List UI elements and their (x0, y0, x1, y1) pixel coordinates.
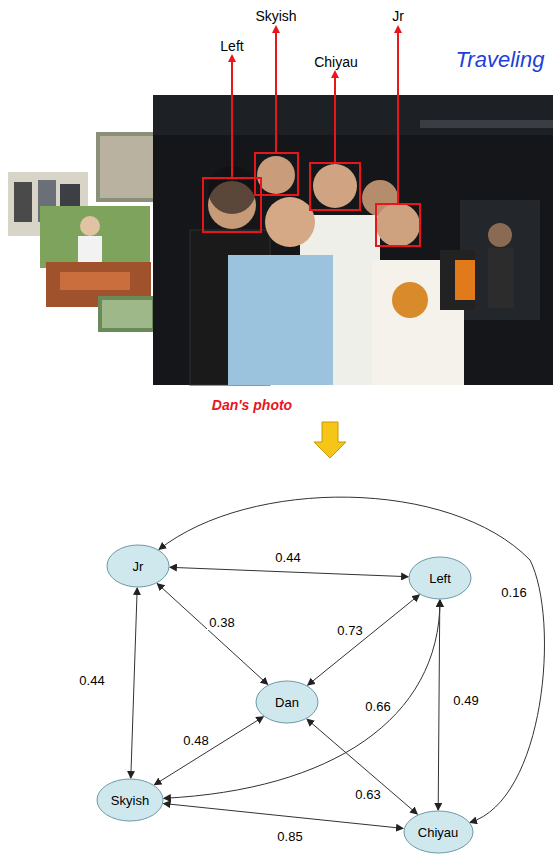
similarity-edge (157, 584, 267, 685)
edge-weight: 0.63 (353, 787, 382, 802)
edge-weight: 0.66 (363, 699, 392, 714)
edge-weight: 0.49 (451, 693, 480, 708)
edge-weight: 0.85 (275, 829, 304, 844)
person-node: Left (408, 556, 472, 600)
album-title: Traveling (456, 47, 545, 73)
person-node: Chiyau (403, 810, 474, 854)
similarity-edge (308, 595, 420, 685)
person-node: Skyish (96, 778, 164, 822)
node-label: Dan (255, 695, 319, 710)
node-label: Skyish (96, 793, 164, 808)
similarity-edge (164, 804, 403, 829)
edge-weight: 0.44 (273, 550, 302, 565)
edge-weight: 0.38 (207, 615, 236, 630)
similarity-edge (438, 600, 440, 810)
edge-weight: 0.16 (499, 585, 528, 600)
node-label: Chiyau (403, 825, 474, 840)
node-label: Left (408, 571, 472, 586)
person-node: Jr (106, 544, 170, 588)
edge-weight: 0.44 (77, 673, 106, 688)
similarity-edge (164, 600, 440, 798)
person-name: Chiyau (314, 54, 358, 70)
edge-weight: 0.73 (335, 623, 364, 638)
person-node: Dan (255, 680, 319, 724)
photo-caption: Dan's photo (212, 397, 292, 413)
similarity-edge (155, 717, 264, 785)
node-label: Jr (106, 559, 170, 574)
person-name: Jr (392, 8, 404, 24)
similarity-edge (307, 719, 417, 814)
person-name: Skyish (255, 8, 296, 24)
edge-weight: 0.48 (181, 733, 210, 748)
person-name: Left (220, 38, 243, 54)
similarity-edge (170, 567, 408, 576)
similarity-edge (159, 497, 544, 822)
similarity-edge (131, 588, 137, 778)
